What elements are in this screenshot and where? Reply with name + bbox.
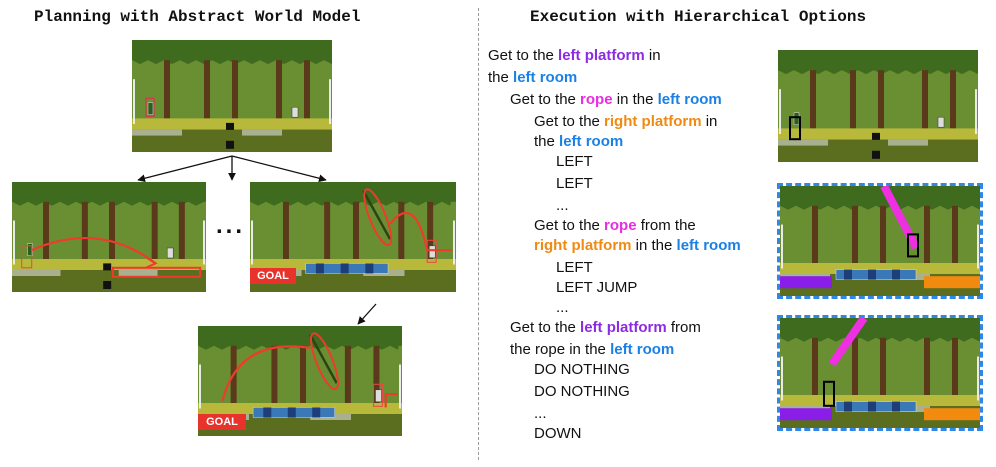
instruction-line: ... [534,404,547,424]
goal-label-2: GOAL [198,414,246,430]
instruction-line: the left room [488,68,577,88]
instruction-line: LEFT [556,174,593,194]
instruction-line: right platform in the left room [534,236,741,256]
instruction-text: in [644,47,661,64]
instruction-line: DOWN [534,424,582,444]
instruction-text: the [534,133,560,150]
instruction-text: LEFT [556,153,593,170]
instruction-text: from [666,319,701,336]
keyword-purple: left platform [580,319,667,336]
goal-label: GOAL [250,268,296,284]
exec-screenshot-1 [778,50,978,162]
instruction-line: LEFT [556,258,593,278]
instruction-line: LEFT [556,152,593,172]
child-state-rope-screenshot: GOAL [250,182,456,292]
instruction-text: from the [636,217,696,234]
instruction-text: DO NOTHING [534,361,630,378]
keyword-blue: left room [676,237,741,254]
child-state-platform-screenshot [12,182,206,292]
instruction-text: Get to the [488,47,559,64]
instruction-text: ... [556,197,569,214]
execution-title: Execution with Hierarchical Options [530,8,867,26]
instruction-line: the rope in the left room [510,340,674,360]
root-state-screenshot [132,40,332,152]
instruction-line: DO NOTHING [534,382,630,402]
instruction-text: LEFT [556,175,593,192]
instruction-text: in the [612,91,658,108]
section-divider [478,8,479,460]
instruction-text: in the [631,237,677,254]
instruction-line: DO NOTHING [534,360,630,380]
exec-screenshot-2 [777,183,983,299]
instruction-text: the [488,69,514,86]
planning-title: Planning with Abstract World Model [34,8,361,26]
keyword-blue: left room [610,341,675,358]
instruction-text: LEFT [556,259,593,276]
instruction-text: Get to the [534,113,605,130]
keyword-magenta: rope [604,217,637,234]
instruction-line: Get to the right platform in [534,112,717,132]
instruction-line: Get to the rope from the [534,216,696,236]
instruction-text: Get to the [510,319,581,336]
instruction-text: DO NOTHING [534,383,630,400]
instruction-text: in [701,113,718,130]
instruction-line: Get to the left platform from [510,318,701,338]
instruction-line: the left room [534,132,623,152]
instruction-text: Get to the [510,91,581,108]
plan-branch-ellipsis: ... [216,212,246,239]
keyword-orange: right platform [534,237,632,254]
keyword-orange: right platform [604,113,702,130]
tree-arrow-left [137,155,233,183]
instruction-text: the rope in the [510,341,611,358]
instruction-text: ... [556,299,569,316]
keyword-magenta: rope [580,91,613,108]
instruction-text: ... [534,405,547,422]
keyword-blue: left room [657,91,722,108]
instruction-line: Get to the rope in the left room [510,90,722,110]
keyword-purple: left platform [558,47,645,64]
keyword-blue: left room [559,133,624,150]
keyword-blue: left room [513,69,578,86]
instruction-line: Get to the left platform in [488,46,661,66]
exec-screenshot-3 [777,315,983,431]
instruction-line: ... [556,298,569,318]
instruction-line: LEFT JUMP [556,278,637,298]
grandchild-state-screenshot: GOAL [198,326,402,436]
instruction-text: DOWN [534,425,582,442]
instruction-text: LEFT JUMP [556,279,638,296]
instruction-line: ... [556,196,569,216]
tree-arrow-down [357,303,377,325]
tree-arrow-right [231,155,327,183]
instruction-text: Get to the [534,217,605,234]
